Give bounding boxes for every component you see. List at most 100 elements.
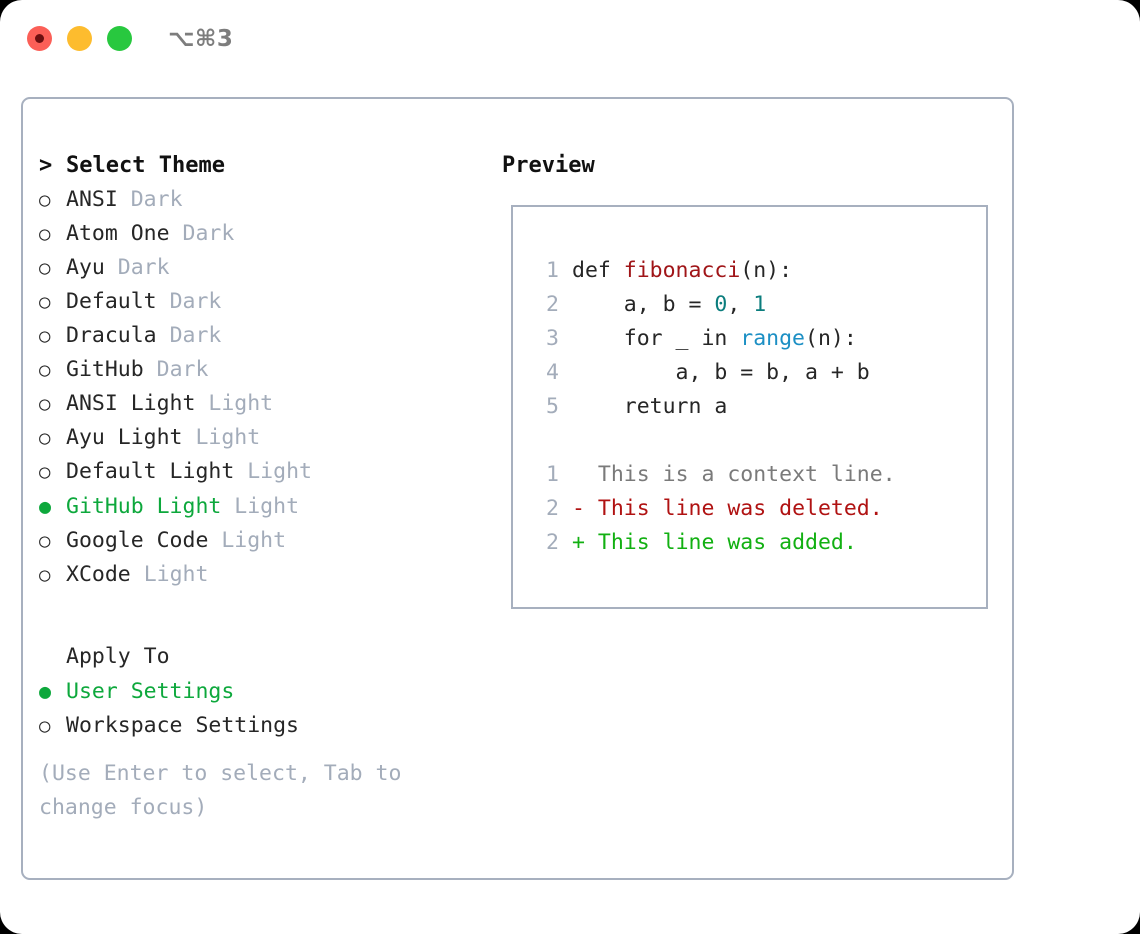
theme-variant-label: Light [195, 425, 261, 450]
code-token: (n): [740, 258, 793, 283]
select-theme-header-label: Select Theme [66, 153, 225, 178]
code-line: 5 return a [529, 390, 980, 424]
theme-list-item[interactable]: ○ Google Code Light [39, 524, 479, 558]
theme-list-item[interactable]: ○ Ayu Dark [39, 251, 479, 285]
theme-variant-label: Dark [117, 255, 170, 280]
radio-unselected-icon[interactable]: ○ [39, 530, 51, 552]
code-token: range [740, 326, 806, 351]
apply-to-header-label: Apply To [66, 644, 170, 669]
theme-name-label: Ayu [66, 255, 105, 280]
theme-variant-label: Light [208, 391, 274, 416]
line-number: 4 [546, 360, 559, 385]
keyboard-hint-text: (Use Enter to select, Tab to change focu… [39, 761, 402, 820]
radio-unselected-icon[interactable]: ○ [39, 291, 51, 313]
theme-name-label: ANSI Light [66, 391, 196, 416]
theme-list-item[interactable]: ○ ANSI Dark [39, 183, 479, 217]
radio-unselected-icon[interactable]: ○ [39, 223, 51, 245]
theme-name-label: Google Code [66, 528, 209, 553]
diff-sign [572, 462, 585, 487]
line-number: 2 [546, 530, 559, 555]
theme-list-item[interactable]: ○Dracula Dark [39, 319, 479, 353]
theme-name-label: GitHub [66, 357, 144, 382]
code-token: , [727, 292, 754, 317]
theme-name-label: GitHub Light [66, 494, 222, 519]
theme-name-label: ANSI [66, 187, 118, 212]
theme-name-label: Atom One [66, 221, 170, 246]
diff-text: This line was added. [597, 530, 857, 555]
radio-selected-icon[interactable]: ● [39, 679, 52, 703]
diff-text: This line was deleted. [597, 496, 883, 521]
radio-unselected-icon[interactable]: ○ [39, 715, 51, 737]
diff-line-deleted: 2- This line was deleted. [529, 492, 980, 526]
code-token: a, b = [572, 292, 715, 317]
theme-variant-label: Light [143, 562, 209, 587]
main-panel: >Select Theme ○ANSI Dark○Atom One Dark○A… [21, 97, 1014, 880]
code-line: 2 a, b = 0, 1 [529, 288, 980, 322]
code-token: fibonacci [623, 258, 741, 283]
diff-sign: - [572, 496, 585, 521]
radio-selected-icon[interactable]: ● [39, 494, 52, 518]
zoom-button[interactable] [107, 26, 132, 51]
theme-name-label: Default [66, 289, 157, 314]
line-number: 1 [546, 462, 559, 487]
theme-variant-label: Dark [169, 289, 222, 314]
diff-gap [585, 530, 598, 555]
title-bar: ⌥⌘3 [0, 0, 1140, 78]
code-line: 3 for _ in range(n): [529, 322, 980, 356]
radio-unselected-icon[interactable]: ○ [39, 393, 51, 415]
theme-variant-label: Dark [156, 357, 209, 382]
theme-variant-label: Dark [182, 221, 235, 246]
close-button[interactable] [27, 26, 52, 51]
minimize-button[interactable] [67, 26, 92, 51]
radio-unselected-icon[interactable]: ○ [39, 325, 51, 347]
prompt-caret-icon: > [39, 153, 53, 178]
theme-variant-label: Dark [130, 187, 183, 212]
code-token: return a [572, 394, 728, 419]
apply-to-option[interactable]: ○ Workspace Settings [39, 709, 479, 743]
radio-unselected-icon[interactable]: ○ [39, 189, 51, 211]
theme-variant-label: Light [247, 459, 312, 484]
radio-unselected-icon[interactable]: ○ [39, 427, 51, 449]
radio-unselected-icon[interactable]: ○ [39, 564, 51, 586]
apply-to-option-label: Workspace Settings [66, 713, 299, 738]
theme-name-label: Ayu Light [66, 425, 183, 450]
radio-unselected-icon[interactable]: ○ [39, 359, 51, 381]
theme-variant-label: Light [234, 494, 300, 519]
radio-unselected-icon[interactable]: ○ [39, 257, 51, 279]
diff-text: This is a context line. [597, 462, 896, 487]
code-token: 1 [753, 292, 767, 317]
radio-unselected-icon[interactable]: ○ [39, 461, 51, 483]
diff-gap [585, 496, 598, 521]
theme-list-item[interactable]: ○ GitHub Dark [39, 353, 479, 387]
diff-gap [585, 462, 598, 487]
theme-list-item[interactable]: ○ XCode Light [39, 558, 479, 592]
theme-list-item[interactable]: ○ Ayu Light Light [39, 421, 479, 455]
code-token: def [572, 258, 624, 283]
diff-line-added: 2 + This line was added. [529, 526, 980, 560]
theme-list[interactable]: ○ANSI Dark○Atom One Dark○Ayu Dark○Defaul… [39, 183, 479, 592]
apply-to-options[interactable]: ●User Settings ○ Workspace Settings [39, 674, 479, 743]
theme-list-item[interactable]: ○ Atom One Dark [39, 217, 479, 251]
diff-line-context: 1 This is a context line. [529, 458, 980, 492]
theme-selector-column: >Select Theme ○ANSI Dark○Atom One Dark○A… [39, 149, 479, 825]
theme-variant-label: Light [221, 528, 287, 553]
marker-placeholder-icon: ○ [39, 640, 66, 674]
diff-sign: + [572, 530, 585, 555]
theme-list-item[interactable]: ○ Default Dark [39, 285, 479, 319]
select-theme-header: > Select Theme [39, 149, 479, 183]
keyboard-shortcut-label: ⌥⌘3 [168, 26, 234, 52]
theme-list-item[interactable]: ○ ANSI Light Light [39, 387, 479, 421]
preview-title: Preview [502, 153, 595, 178]
section-spacer [39, 592, 479, 640]
theme-name-label: XCode [66, 562, 131, 587]
code-line: 4 a, b = b, a + b [529, 356, 980, 390]
theme-name-label: Dracula [66, 323, 157, 348]
theme-list-item[interactable]: ● GitHub Light Light [39, 489, 479, 524]
apply-to-option[interactable]: ●User Settings [39, 674, 479, 709]
theme-list-item[interactable]: ○Default Light Light [39, 455, 479, 489]
code-diff-spacer [529, 424, 980, 458]
